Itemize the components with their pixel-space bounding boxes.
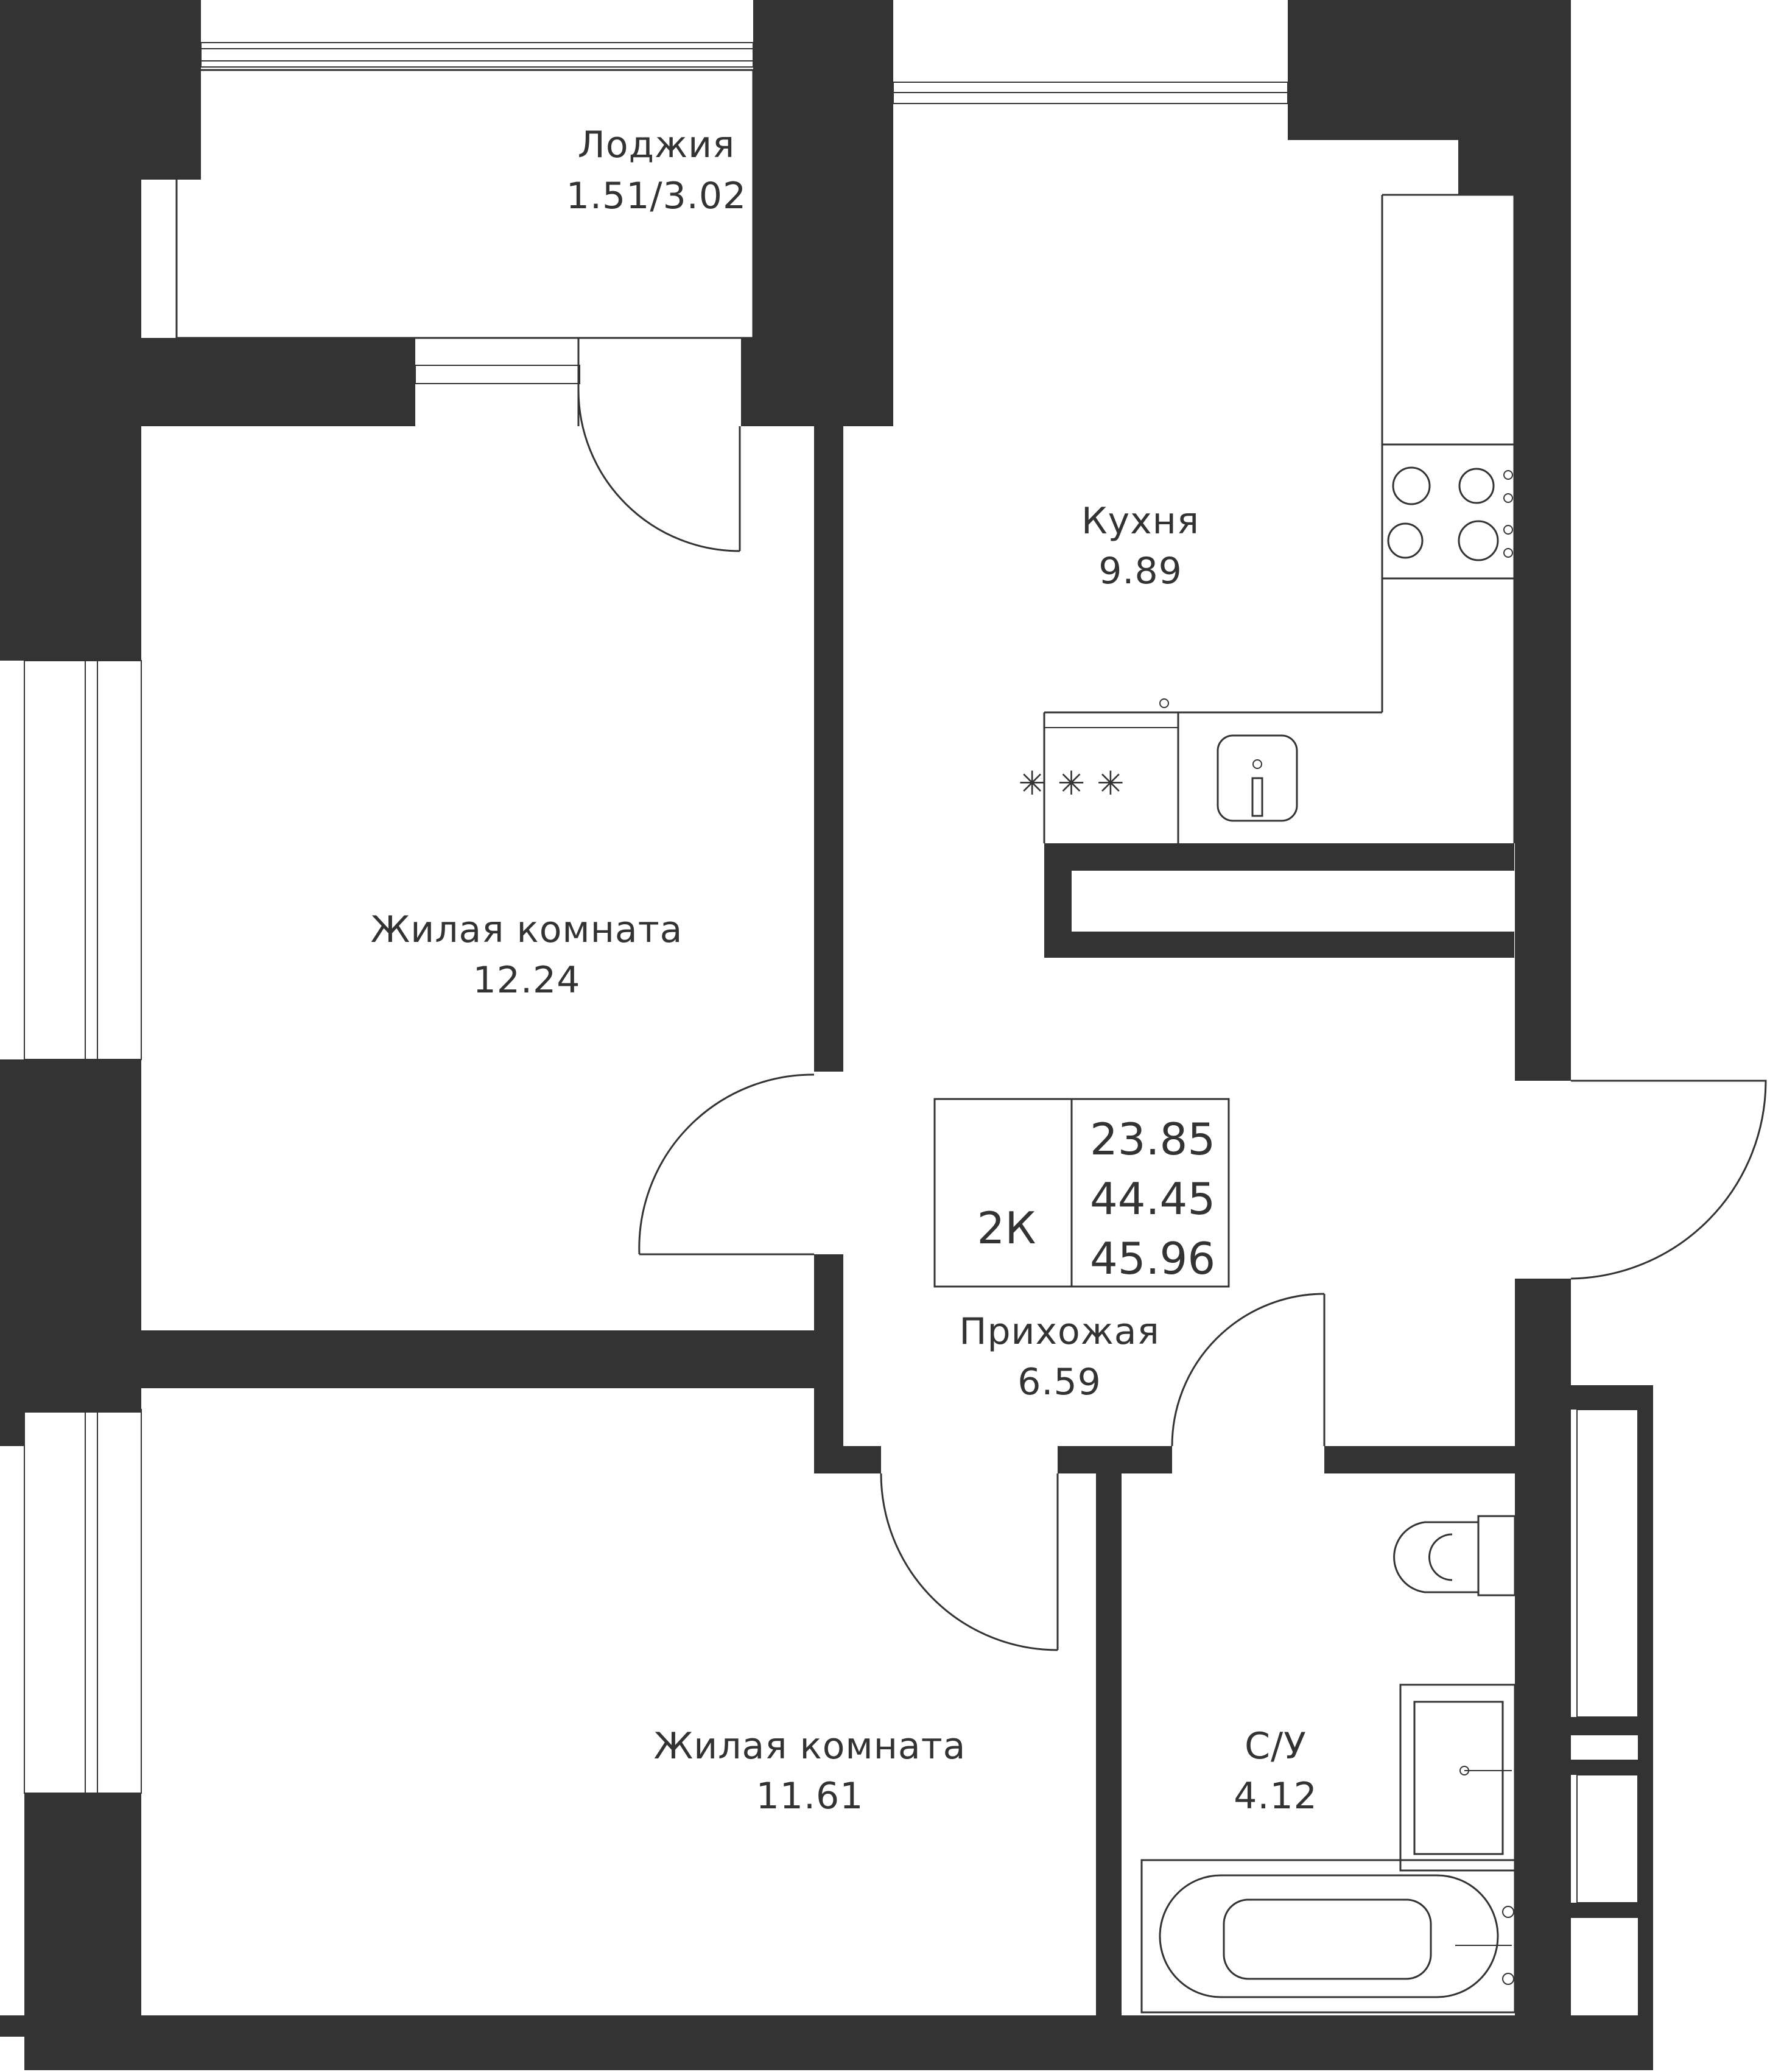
doors [577, 338, 1767, 1651]
living-room-2-name: Жилая комната [654, 1725, 966, 1768]
living-area-value: 23.85 [1090, 1114, 1215, 1165]
bathtub-icon [1140, 1859, 1516, 2014]
total-with-loggia-value: 45.96 [1090, 1233, 1215, 1284]
kitchen-area: 9.89 [1098, 550, 1182, 592]
cooktop-icon: ✳ ✳ ✳ [1018, 698, 1178, 802]
room-outlines [175, 69, 1515, 843]
living-room-1-name: Жилая комната [371, 908, 683, 951]
bathroom-area: 4.12 [1234, 1775, 1318, 1817]
toilet-icon [1393, 1515, 1516, 1596]
room-labels: Лоджия 1.51/3.02 Кухня 9.89 Жилая комнат… [371, 124, 1318, 1817]
windows [24, 42, 1638, 1903]
living-room-1-area: 12.24 [473, 959, 581, 1002]
hall-name: Прихожая [959, 1310, 1159, 1353]
hall-area: 6.59 [1017, 1361, 1101, 1403]
loggia-name: Лоджия [578, 124, 735, 166]
stove-icon [1387, 466, 1513, 561]
bathroom-name: С/У [1245, 1725, 1307, 1768]
loggia-area: 1.51/3.02 [566, 175, 746, 217]
bathroom-sink-icon [1399, 1684, 1516, 1872]
total-area-value: 44.45 [1090, 1173, 1215, 1224]
kitchen-name: Кухня [1081, 500, 1199, 543]
summary-box: 2К 23.85 44.45 45.96 [933, 1098, 1230, 1288]
apartment-type: 2К [977, 1203, 1036, 1254]
kitchen-sink-icon [1217, 734, 1298, 822]
svg-text:✳ ✳ ✳: ✳ ✳ ✳ [1018, 764, 1125, 802]
living-room-2-area: 11.61 [756, 1775, 864, 1817]
